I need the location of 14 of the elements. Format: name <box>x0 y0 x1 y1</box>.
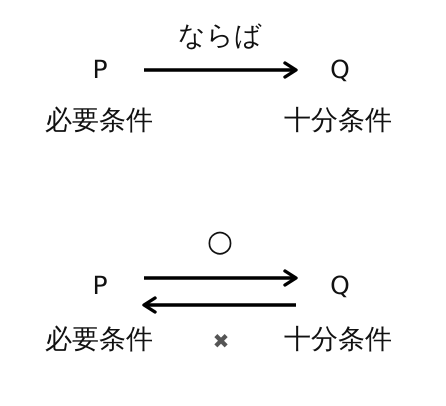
condition-label: 十分条件 <box>284 325 392 355</box>
edge-label: ならば <box>178 22 262 50</box>
arrow <box>144 61 298 79</box>
proposition-label: Q <box>330 272 350 298</box>
proposition-label: P <box>92 272 108 298</box>
edge-label: ○ <box>206 227 234 257</box>
edge-label: ✖ <box>212 331 230 351</box>
condition-label: 必要条件 <box>45 325 153 355</box>
arrow <box>142 296 296 314</box>
condition-label: 必要条件 <box>45 106 153 136</box>
condition-label: 十分条件 <box>284 106 392 136</box>
arrow <box>144 269 298 287</box>
proposition-label: Q <box>330 56 350 82</box>
proposition-label: P <box>92 56 108 82</box>
